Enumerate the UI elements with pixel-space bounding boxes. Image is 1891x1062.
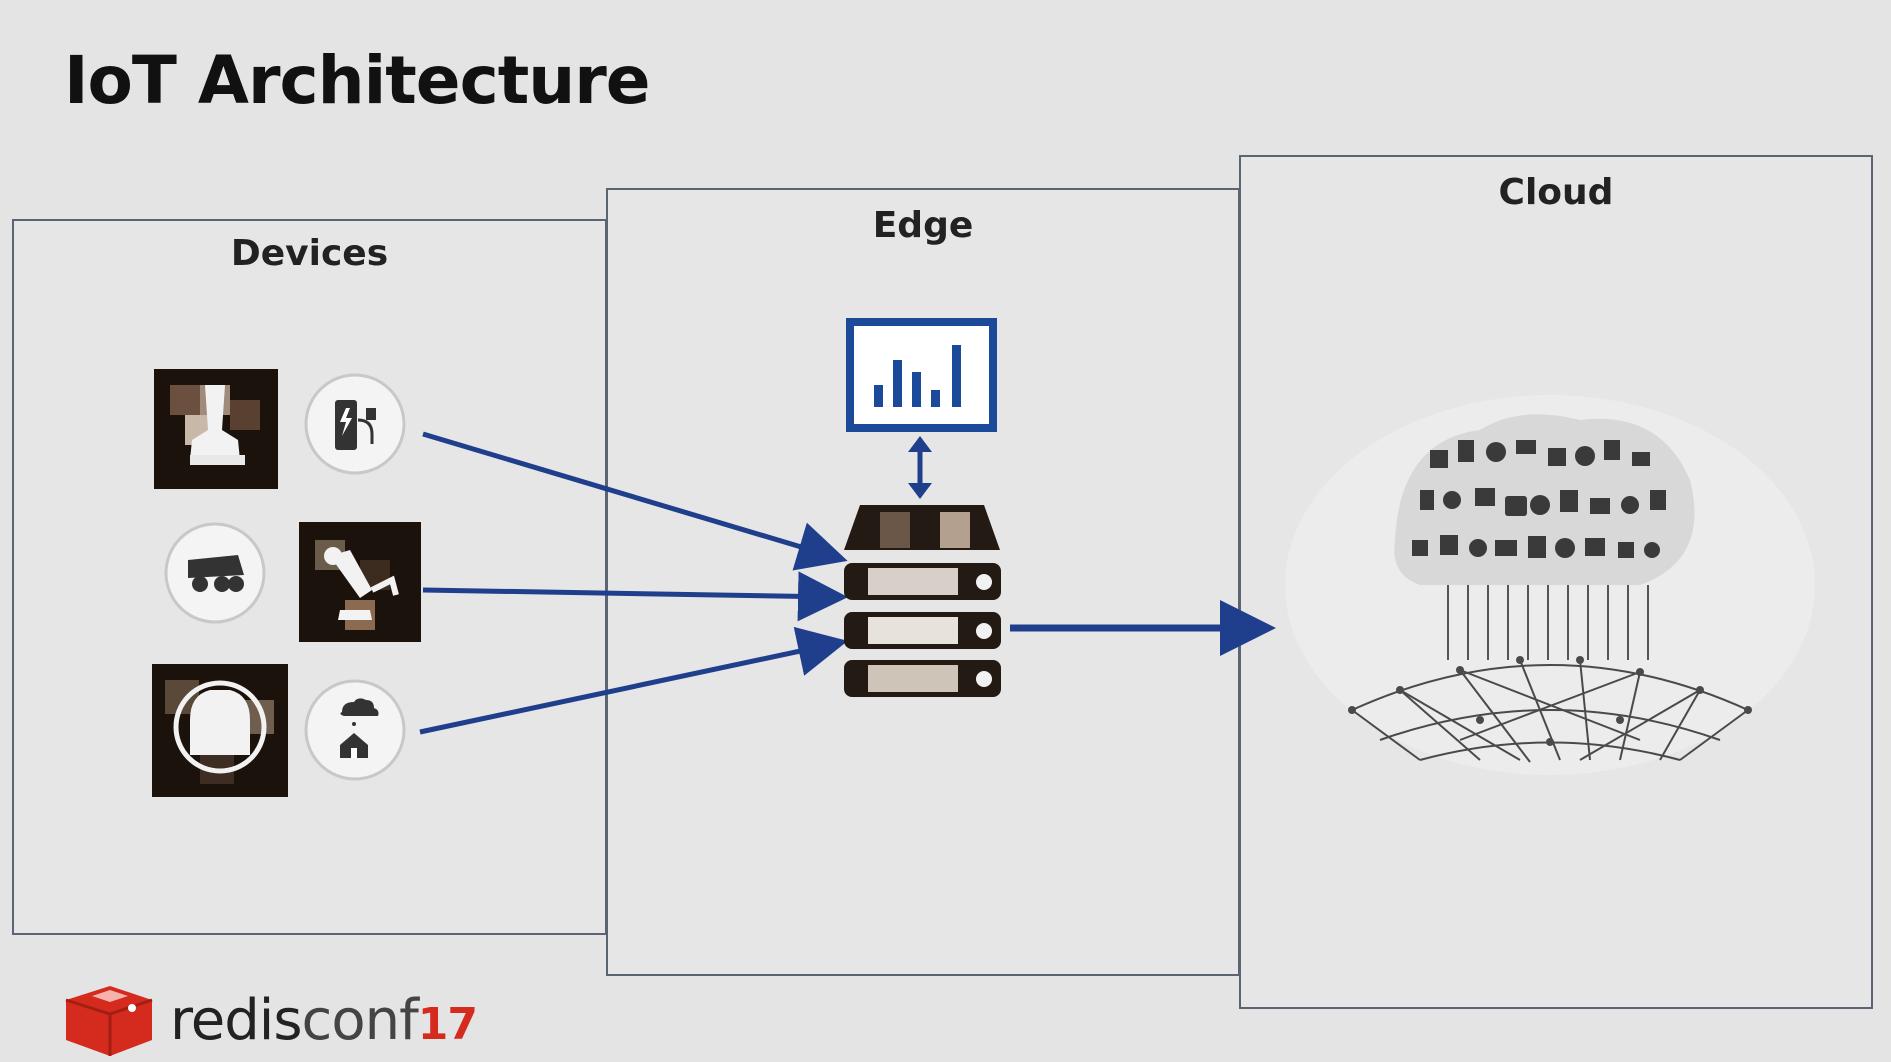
redisconf-logo-text: redisconf17 — [170, 988, 478, 1053]
slide-title: IoT Architecture — [64, 42, 651, 119]
iot-cloud-network-icon — [1285, 395, 1815, 775]
brand-conf: conf — [301, 988, 419, 1053]
arrow-device1-to-edge — [422, 431, 848, 571]
arrow-device2-to-edge — [422, 571, 848, 622]
tower-device-icon — [154, 369, 278, 489]
edge-server-stack-icon — [844, 505, 1001, 697]
bidirectional-arrow-icon — [908, 436, 932, 499]
analytics-chart-icon — [846, 318, 997, 432]
mining-truck-icon — [164, 522, 266, 624]
brand-year: 17 — [417, 999, 478, 1050]
cloud-label: Cloud — [1498, 172, 1614, 213]
brand-redis: redis — [170, 988, 303, 1053]
smart-home-weather-icon — [304, 679, 406, 781]
devices-label: Devices — [230, 233, 389, 274]
smart-bell-icon — [152, 664, 288, 797]
ev-charger-icon — [304, 373, 406, 475]
redis-logo-icon — [65, 986, 153, 1056]
arrow-device3-to-edge — [419, 626, 848, 735]
robot-arm-icon — [299, 522, 421, 642]
edge-label: Edge — [872, 205, 974, 246]
